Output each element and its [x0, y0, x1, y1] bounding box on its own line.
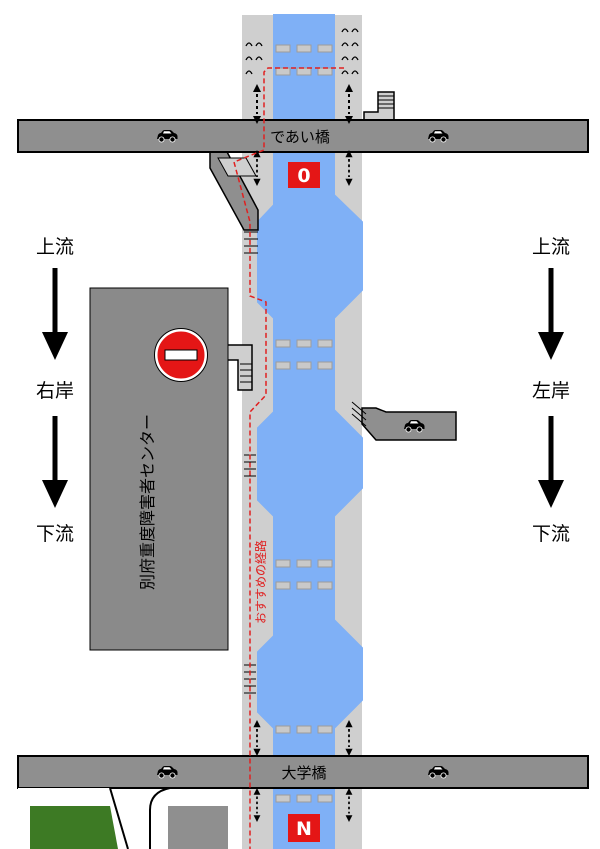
- right-downstream: 下流: [532, 523, 570, 545]
- building-name: 別府重度障害者センター: [138, 414, 157, 590]
- bottom-left-roads: [18, 787, 228, 849]
- down-arrow-icon: [42, 416, 68, 508]
- left-upstream: 上流: [36, 236, 74, 258]
- bridge-top: であい橋: [17, 119, 589, 153]
- bridge-marker-bottom: N: [288, 814, 320, 842]
- bridge-top-name: であい橋: [270, 128, 330, 146]
- down-arrow-icon: [42, 268, 68, 360]
- right-bank: 左岸: [532, 380, 570, 402]
- down-arrow-icon: [538, 416, 564, 508]
- down-arrow-icon: [538, 268, 564, 360]
- svg-text:N: N: [296, 818, 312, 840]
- bridge-bottom-name: 大学橋: [281, 764, 326, 782]
- route-label: おすすめの経路: [253, 540, 268, 624]
- stepping-stones: [275, 44, 333, 803]
- left-downstream: 下流: [36, 523, 74, 545]
- left-bank: 右岸: [36, 380, 74, 402]
- svg-text:0: 0: [297, 165, 310, 187]
- right-side-labels: 上流 左岸 下流: [532, 236, 570, 545]
- bridge-bottom: 大学橋: [17, 755, 589, 789]
- bridge-marker-top: 0: [288, 162, 320, 188]
- no-entry-icon: [154, 328, 208, 382]
- left-side-labels: 上流 右岸 下流: [36, 236, 74, 545]
- shrubs: [245, 28, 359, 75]
- river-channel: [257, 14, 363, 849]
- right-upstream: 上流: [532, 236, 570, 258]
- right-access-road: [351, 401, 457, 441]
